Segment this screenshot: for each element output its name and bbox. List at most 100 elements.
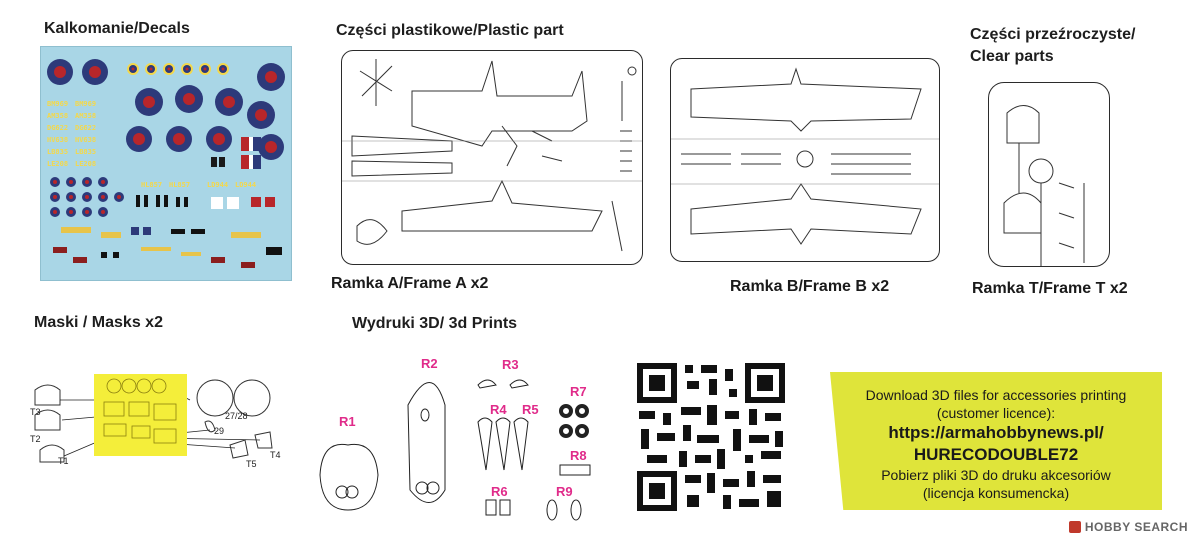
mask-tailwheel (204, 420, 216, 433)
mask-label-t1: T1 (58, 456, 69, 466)
decal-code-6b: LE208 (75, 160, 96, 168)
small-roundels (50, 177, 124, 217)
mask-canopy-t1 (39, 444, 65, 463)
roundels-top (47, 59, 285, 91)
plastic-parts-title: Części plastikowe/Plastic part (336, 22, 564, 39)
download-panel: Download 3D files for accessories printi… (830, 372, 1162, 510)
frame-a-label: Ramka A/Frame A x2 (331, 275, 489, 292)
download-line-1: Download 3D files for accessories printi… (865, 387, 1127, 403)
fuselage-part (351, 135, 453, 177)
sprue-frame-a (341, 50, 643, 265)
mask-t5 (229, 439, 249, 459)
frame-t-label: Ramka T/Frame T x2 (972, 280, 1128, 297)
print-label-r3: R3 (502, 357, 519, 372)
qr-code[interactable] (637, 363, 785, 511)
decal-sheet: BM969 BM969 AM358 AM358 DG622 DG622 HV63… (40, 46, 292, 281)
decal-graphics: BM969 BM969 AM358 AM358 DG622 DG622 HV63… (47, 59, 285, 268)
clear-parts-title-1: Części przeźroczyste/ (970, 26, 1136, 43)
decal-code-5b: LB835 (75, 148, 96, 156)
stencils (53, 195, 282, 268)
print-r5-part (513, 417, 529, 471)
print-r1-part (319, 443, 379, 511)
decal-code-8: LD944 (207, 181, 228, 189)
print-label-r5: R5 (522, 402, 539, 417)
print-r9-part-2 (570, 499, 582, 521)
decals-title: Kalkomanie/Decals (44, 20, 190, 37)
decal-code-3: DG622 (47, 124, 68, 132)
print-r3-part-2 (509, 379, 529, 389)
engine-cowl-part (356, 219, 388, 245)
download-line-5: Pobierz pliki 3D do druku akcesoriów (881, 467, 1111, 483)
wing-b-upper-part (690, 67, 922, 132)
canopy-part-2 (1003, 192, 1042, 234)
sprue-frame-t (988, 82, 1110, 267)
mask-label-t3: T3 (30, 407, 41, 417)
sprue-runner (611, 200, 623, 252)
mask-t4 (254, 431, 273, 449)
propeller-icon (359, 59, 393, 106)
decal-code-7b: HL857 (169, 181, 190, 189)
canopy-part-1 (1006, 105, 1040, 144)
mask-sheet-drawing (103, 378, 177, 444)
mask-wheel-2 (233, 379, 271, 417)
serial-codes: BM969 BM969 AM358 AM358 DG622 DG622 HV63… (47, 100, 256, 189)
masks-title: Maski / Masks x2 (34, 314, 163, 331)
runners-b (671, 138, 939, 185)
mask-label-t5: T5 (246, 459, 257, 469)
small-parts-ladder (620, 81, 632, 172)
print-label-r7: R7 (570, 384, 587, 399)
print-r4-part-1 (477, 417, 493, 471)
print-label-r4: R4 (490, 402, 507, 417)
watermark-text: HOBBY SEARCH (1084, 520, 1188, 534)
decal-code-4: HV638 (47, 136, 68, 144)
print-r9-part-1 (546, 499, 558, 521)
mask-label-t2: T2 (30, 434, 41, 444)
sprue-a-drawing (342, 59, 642, 252)
mask-label-27-28: 27/28 (225, 411, 248, 421)
wheel-part (796, 150, 814, 168)
print-label-r8: R8 (570, 448, 587, 463)
print-r6-part (485, 499, 511, 516)
mask-wheel-1 (196, 379, 234, 417)
bomb-parts (681, 153, 781, 165)
decal-code-7: HL857 (141, 181, 162, 189)
frame-b-label: Ramka B/Frame B x2 (730, 278, 890, 295)
sprue-t-gate (1028, 158, 1054, 184)
decal-code-1b: BM969 (75, 100, 96, 108)
mask-label-29: 29 (214, 426, 225, 436)
decal-code-8b: LD944 (235, 181, 256, 189)
runner-t (1018, 143, 1042, 266)
sprue-gate-icon (627, 66, 637, 76)
decal-code-1: BM969 (47, 100, 68, 108)
qr-code-icon (637, 363, 785, 511)
wing-upper-part (411, 60, 588, 147)
fin-flashes (211, 137, 261, 169)
print-label-r6: R6 (491, 484, 508, 499)
download-line-6: (licencja konsumencka) (922, 485, 1070, 501)
print-r4-part-2 (495, 417, 511, 471)
print-r8-part (559, 464, 591, 476)
watermark-logo-icon (1068, 521, 1081, 533)
print-r7-part (559, 404, 589, 438)
decal-code-5: LB835 (47, 148, 68, 156)
wing-b-lower-part (690, 183, 922, 245)
runners (342, 140, 642, 182)
clear-small-parts (1058, 182, 1075, 249)
decal-code-6: LE208 (47, 160, 68, 168)
download-line-2: (customer licence): (936, 405, 1056, 421)
decal-code-4b: HV638 (75, 136, 96, 144)
download-url-link[interactable]: https://armahobbynews.pl/ (888, 423, 1104, 442)
mask-label-t4: T4 (270, 450, 281, 460)
prints-title: Wydruki 3D/ 3d Prints (352, 315, 518, 332)
mask-canopy-t3 (34, 384, 61, 406)
decal-code-2: AM358 (47, 112, 68, 120)
sprue-t-drawing (1003, 105, 1085, 266)
wing-lower-part (401, 179, 603, 232)
print-r3-part-1 (477, 379, 497, 389)
print-label-r1: R1 (339, 414, 356, 429)
mask-canopy-t2 (34, 409, 61, 431)
prints-diagrams (319, 379, 591, 521)
watermark: HOBBY SEARCH (1068, 520, 1188, 534)
roundels-large (126, 85, 284, 160)
print-label-r2: R2 (421, 356, 438, 371)
